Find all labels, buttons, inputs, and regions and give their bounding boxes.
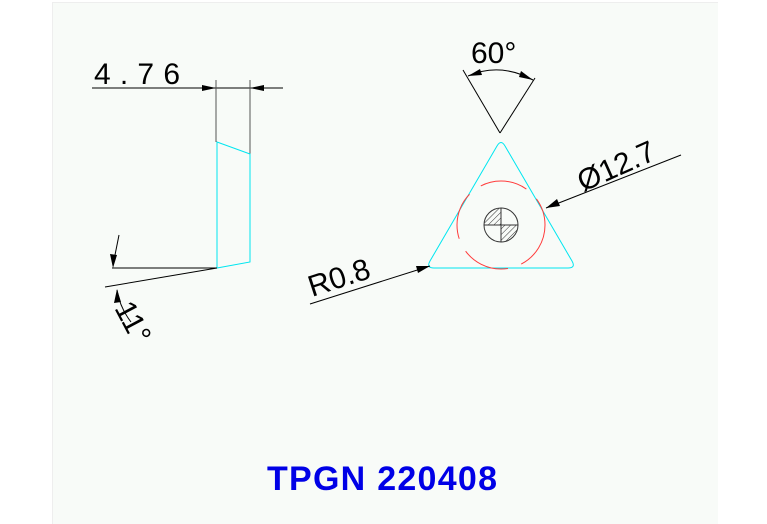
top-view: 60° Ø12.7 R0.8 <box>304 37 682 305</box>
insert-designation: TPGN 220408 <box>267 460 497 498</box>
arrow-icon <box>546 199 560 208</box>
clearance-line <box>104 267 218 288</box>
inscribed-circle <box>456 180 546 270</box>
clearance-angle-label: 11° <box>108 296 157 350</box>
diameter-leader <box>545 154 682 209</box>
hatch-quadrant <box>501 225 518 242</box>
insert-triangle-outline <box>428 142 574 269</box>
angle-line <box>462 69 501 134</box>
angle-line <box>499 77 536 134</box>
included-angle-label: 60° <box>471 37 516 70</box>
arrow-up-icon <box>114 289 121 303</box>
arrow-down-icon <box>110 254 117 268</box>
arrow-right-icon <box>202 85 216 91</box>
arrow-left-icon <box>250 85 264 91</box>
inscribed-circle-label: Ø12.7 <box>572 135 660 198</box>
arrow-icon <box>416 266 430 273</box>
side-view: 4.76 11° <box>92 58 283 349</box>
arrow-icon <box>468 69 482 76</box>
thickness-label: 4.76 <box>94 58 180 91</box>
radius-leader <box>309 265 431 305</box>
arrow-icon <box>519 71 533 80</box>
hatch-quadrant <box>484 208 501 225</box>
drawing-sheet <box>52 2 718 524</box>
insert-side-outline <box>216 141 251 269</box>
corner-radius-label: R0.8 <box>304 253 374 304</box>
